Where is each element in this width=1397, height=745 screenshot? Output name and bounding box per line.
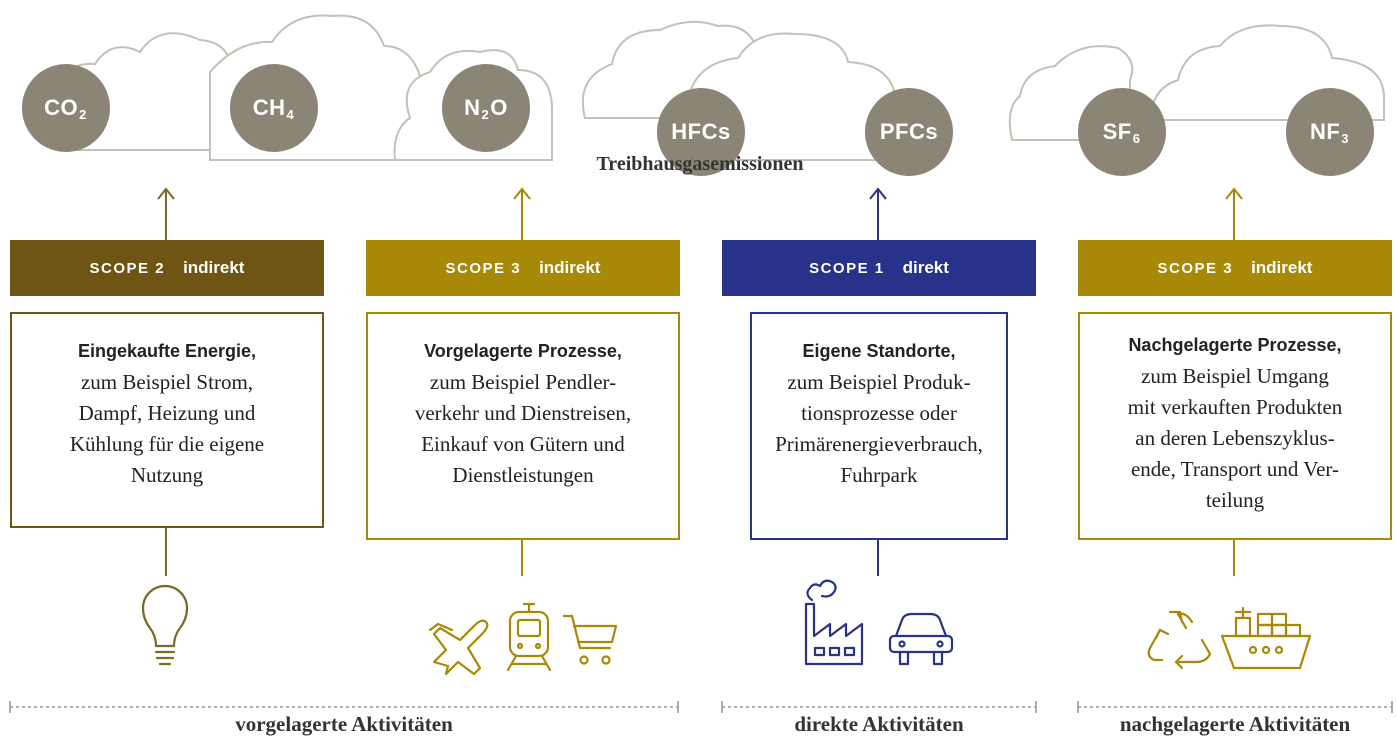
gas-sf6-formula: SF bbox=[1102, 119, 1132, 144]
scope-kind: indirekt bbox=[1251, 258, 1313, 277]
gas-n2o-tail: O bbox=[490, 95, 508, 120]
description-line: zum Beispiel Strom, bbox=[80, 370, 254, 394]
lightbulb-icon bbox=[141, 584, 189, 666]
description-heading: Nachgelagerte Prozesse, bbox=[1128, 335, 1342, 355]
scope-kind: indirekt bbox=[539, 258, 601, 277]
scope-label: SCOPE 1 bbox=[809, 259, 885, 277]
shopping-cart-icon bbox=[562, 614, 618, 665]
scope3-downstream-band: SCOPE 3 indirekt bbox=[1078, 240, 1392, 296]
description-line: zum Beispiel Pendler- bbox=[429, 370, 617, 394]
scope-label: SCOPE 3 bbox=[1157, 259, 1234, 277]
upstream-activities-label: vorgelagerte Aktivitäten bbox=[235, 712, 453, 736]
train-icon bbox=[506, 602, 552, 672]
gas-n2o-formula: N bbox=[464, 95, 481, 120]
direct-activities-label: direkte Aktivitäten bbox=[794, 712, 964, 736]
description-line: zum Beispiel Produk- bbox=[787, 370, 971, 394]
description-line: Kühlung für die eigene bbox=[69, 432, 265, 456]
emissions-label: Treibhausgasemissionen bbox=[596, 153, 804, 175]
description-line: Fuhrpark bbox=[840, 463, 918, 487]
gas-pfcs: PFCs bbox=[865, 88, 953, 176]
description-line: an deren Lebenszyklus- bbox=[1135, 426, 1335, 450]
scope-kind: direkt bbox=[902, 258, 949, 277]
arrow-scope3-downstream bbox=[1225, 187, 1243, 576]
airplane-icon bbox=[428, 619, 489, 676]
gas-co2-formula: CO bbox=[44, 95, 79, 120]
description-heading: Eigene Standorte, bbox=[802, 341, 956, 361]
scope2-description: Eingekaufte Energie, zum Beispiel Strom,… bbox=[10, 312, 324, 528]
scope-kind: indirekt bbox=[183, 258, 245, 277]
scope3-upstream-band: SCOPE 3 indirekt bbox=[366, 240, 680, 296]
gas-pfcs-formula: PFCs bbox=[879, 119, 939, 144]
gas-ch4-formula: CH bbox=[252, 95, 286, 120]
scope2-band: SCOPE 2 indirekt bbox=[10, 240, 324, 296]
description-line: Einkauf von Gütern und bbox=[421, 432, 625, 456]
description-line: Dienstleistungen bbox=[452, 463, 594, 487]
description-line: mit verkauften Produkten bbox=[1127, 395, 1343, 419]
description-line: Dampf, Heizung und bbox=[78, 401, 256, 425]
arrow-scope1 bbox=[869, 187, 887, 576]
downstream-bracket bbox=[1077, 701, 1393, 713]
description-line: tionsprozesse oder bbox=[801, 401, 957, 425]
gas-hfcs: HFCs bbox=[657, 88, 745, 176]
direct-bracket bbox=[721, 701, 1037, 713]
description-line: ende, Transport und Ver- bbox=[1130, 457, 1339, 481]
description-line: teilung bbox=[1205, 488, 1265, 512]
downstream-activities-label: nachgelagerte Aktivitäten bbox=[1119, 712, 1351, 736]
upstream-bracket bbox=[9, 701, 679, 713]
description-heading: Vorgelagerte Prozesse, bbox=[424, 341, 622, 361]
scope-label: SCOPE 3 bbox=[445, 259, 522, 277]
scope3-upstream-description: Vorgelagerte Prozesse, zum Beispiel Pend… bbox=[366, 312, 680, 540]
scope1-description: Eigene Standorte, zum Beispiel Produk- t… bbox=[750, 312, 1008, 540]
description-line: Nutzung bbox=[130, 463, 204, 487]
description-line: verkehr und Dienstreisen, bbox=[414, 401, 632, 425]
description-line: Primärenergieverbrauch, bbox=[775, 432, 983, 456]
arrow-scope2 bbox=[157, 187, 175, 576]
gas-nf3-formula: NF bbox=[1309, 119, 1341, 144]
factory-icon bbox=[804, 579, 864, 666]
recycle-icon bbox=[1147, 610, 1212, 670]
car-icon bbox=[888, 612, 954, 666]
scope1-band: SCOPE 1 direkt bbox=[722, 240, 1036, 296]
cargo-ship-icon bbox=[1220, 606, 1312, 670]
scope3-downstream-description: Nachgelagerte Prozesse, zum Beispiel Umg… bbox=[1078, 312, 1392, 540]
description-heading: Eingekaufte Energie, bbox=[77, 341, 257, 361]
scope-label: SCOPE 2 bbox=[89, 259, 166, 277]
description-line: zum Beispiel Umgang bbox=[1141, 364, 1329, 388]
gas-hfcs-formula: HFCs bbox=[671, 119, 731, 144]
arrow-scope3-upstream bbox=[513, 187, 531, 576]
